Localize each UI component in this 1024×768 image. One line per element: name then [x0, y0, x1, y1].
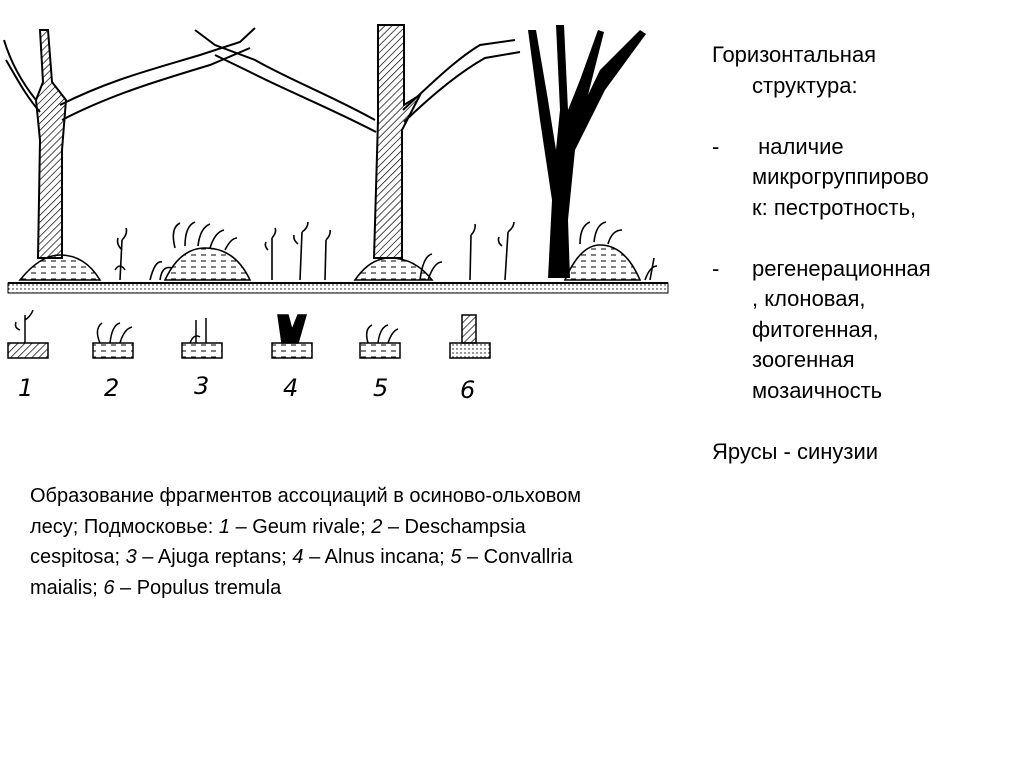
section-heading: Горизонтальная структура:: [712, 40, 1012, 101]
bullet-2-line-4: зоогенная: [752, 347, 855, 372]
legend-icons: [7, 309, 491, 359]
forest-illustration: 1 2 3 4 5 6: [3, 24, 669, 404]
caption-number: 5: [450, 546, 462, 568]
figure-caption: Образование фрагментов ассоциаций в осин…: [30, 481, 590, 603]
ground: [7, 282, 669, 294]
caption-number: 4: [292, 546, 304, 568]
caption-number: 6: [103, 576, 115, 599]
legend-numbers: 1 2 3 4 5 6: [18, 372, 475, 404]
caption-text: – Populus tremula: [114, 576, 282, 599]
caption-text: – Convallria maialis;: [30, 546, 573, 599]
heading-line-2: структура:: [752, 72, 858, 98]
caption-text: – Deschampsia cespitosa;: [30, 515, 526, 569]
soil-mounds: [18, 244, 642, 281]
bullet-1-line-2: микрогруппирово: [752, 164, 929, 189]
bullet-1-line-1: наличие: [752, 133, 844, 159]
bullet-dash: -: [712, 255, 720, 281]
bullet-2-line-1: регенерационная: [752, 255, 931, 281]
legend-number-6: 6: [460, 376, 475, 404]
legend-number-5: 5: [373, 374, 388, 402]
footer-line: Ярусы - синузии: [712, 438, 879, 464]
legend-number-1: 1: [18, 374, 33, 402]
bullet-dash: -: [712, 133, 720, 159]
text-panel: Горизонтальная структура: - наличие микр…: [712, 40, 1012, 467]
tree-trunk-left: [3, 27, 256, 259]
caption-number: 3: [125, 546, 137, 568]
bullet-2-line-5: мозаичность: [752, 377, 883, 403]
legend-icon-5: [359, 324, 401, 359]
caption-text: Образование фрагментов ассоциаций в осин…: [30, 485, 582, 538]
heading-line-1: Горизонтальная: [712, 42, 877, 67]
bullet-2-line-3: фитогенная,: [752, 316, 879, 342]
caption-number: 1: [218, 515, 231, 538]
tree-trunk-right-black: [528, 25, 646, 278]
ground-plants: [114, 221, 658, 281]
bullet-item-1: - наличие микрогруппирово к: пестротност…: [712, 132, 1012, 224]
legend-number-4: 4: [283, 374, 298, 402]
legend-icon-6: [449, 314, 491, 359]
legend-icon-3: [181, 318, 223, 359]
legend-number-3: 3: [194, 372, 209, 400]
bullet-item-2: - регенерационная , клоновая, фитогенная…: [712, 254, 1012, 407]
bullet-1-line-3: к: пестротность,: [752, 194, 917, 220]
caption-text: – Ajuga reptans;: [136, 546, 293, 568]
tree-trunk-middle: [194, 24, 521, 259]
legend-number-2: 2: [104, 374, 119, 402]
legend-icon-4: [271, 314, 313, 359]
caption-text: – Geum rivale;: [230, 515, 372, 538]
bullet-2-line-2: , клоновая,: [752, 286, 866, 311]
caption-text: – Alnus incana;: [303, 546, 451, 568]
caption-number: 2: [371, 515, 383, 538]
legend-icon-2: [92, 322, 134, 359]
legend-icon-1: [7, 309, 49, 359]
